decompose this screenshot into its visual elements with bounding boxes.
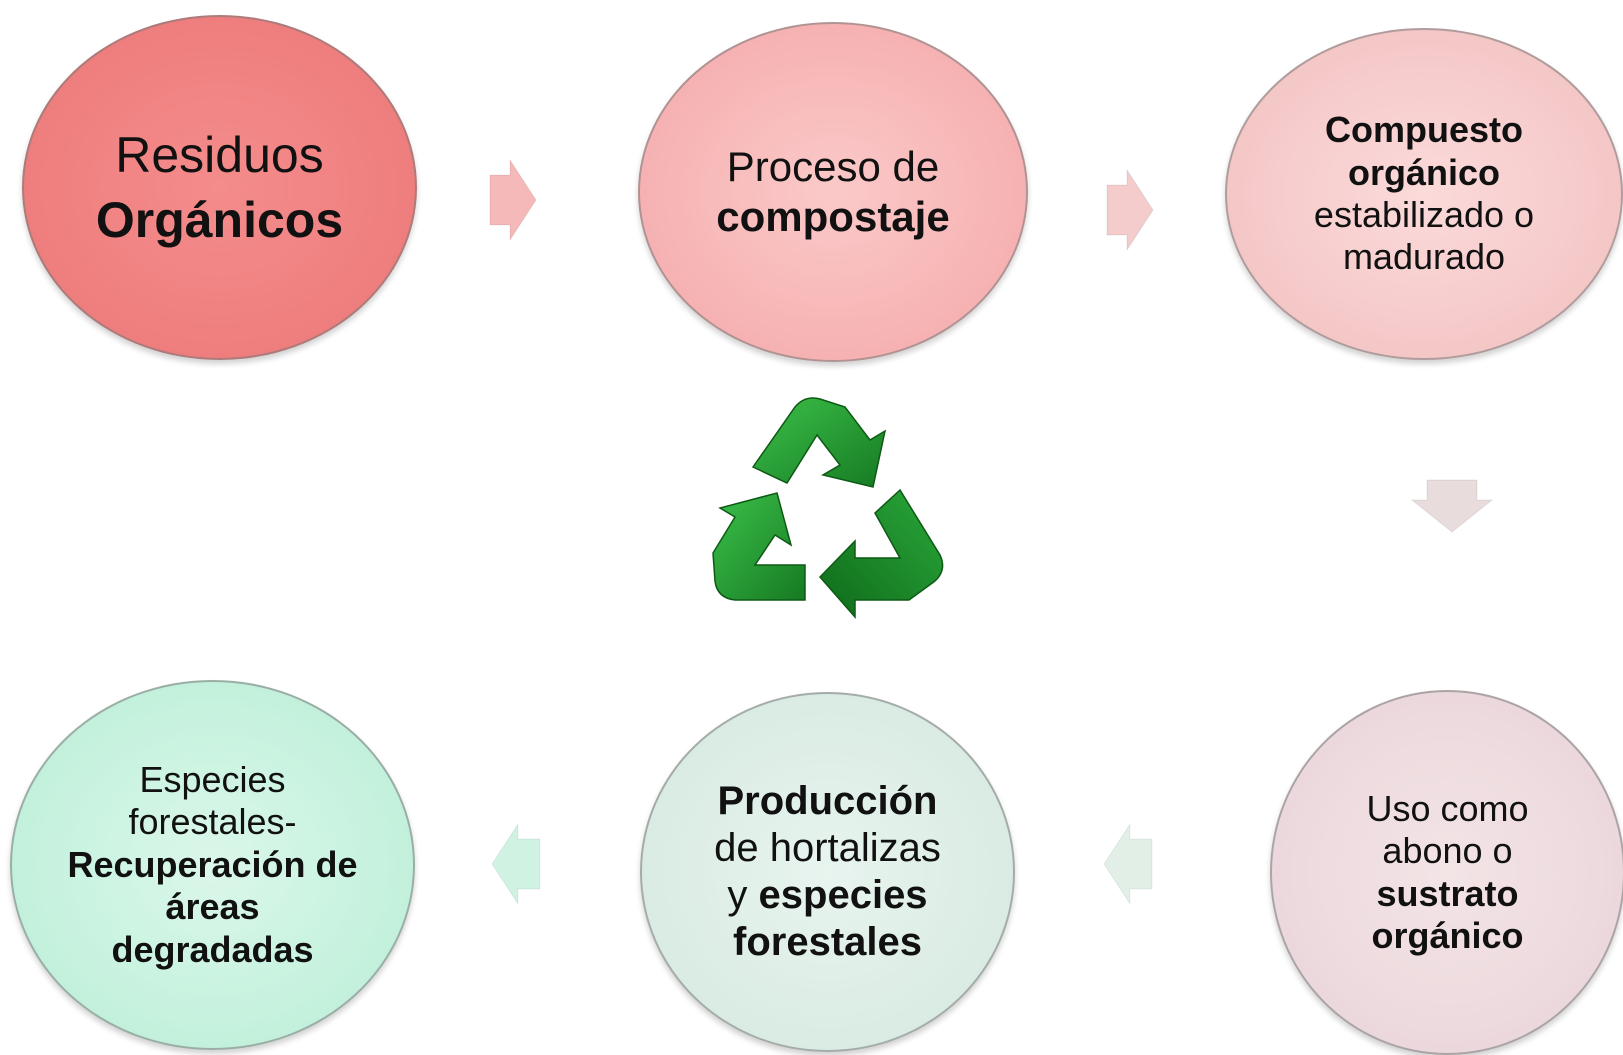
node-text-line: Compuesto [1325, 109, 1523, 151]
node-text-line: áreas [165, 886, 260, 928]
node-text-fragment: y [727, 873, 759, 917]
node-text-fragment: especies [758, 873, 928, 917]
node-text-line: Especies [139, 758, 286, 800]
arrow-proceso-to-compuesto [1106, 168, 1154, 252]
node-uso-abono: Uso como abono o sustrato orgánico [1270, 690, 1623, 1055]
node-text-line: y especies [727, 872, 927, 919]
node-compuesto-organico: Compuesto orgánico estabilizado o madura… [1225, 28, 1623, 360]
node-text-line: Recuperación de [67, 843, 358, 885]
node-text-line: madurado [1342, 236, 1506, 278]
node-produccion-hortalizas: Producción de hortalizas y especies fore… [640, 692, 1015, 1052]
node-text-line: Proceso de [726, 143, 940, 191]
node-proceso-compostaje: Proceso de compostaje [638, 22, 1028, 362]
node-text-line: orgánico [1371, 914, 1524, 956]
node-text-line: abono o [1382, 830, 1513, 872]
node-text-line: orgánico [1347, 151, 1500, 193]
recycle-segment-right [818, 488, 944, 619]
node-text-line: estabilizado o [1313, 194, 1535, 235]
arrow-uso-to-produccion [1103, 822, 1153, 906]
recycle-icon [712, 397, 944, 619]
node-text-line: Residuos [115, 126, 324, 183]
node-text-line: forestales [733, 920, 922, 965]
node-text-line: de hortalizas [714, 825, 941, 870]
node-text-line: sustrato [1376, 872, 1519, 914]
recycle-segment-left [712, 492, 806, 601]
node-text-line: forestales- [128, 801, 297, 843]
node-text-line: Producción [717, 778, 938, 823]
node-especies-forestales: Especies forestales- Recuperación de áre… [10, 680, 415, 1050]
node-text-line: Orgánicos [95, 191, 344, 248]
node-residuos-organicos: Residuos Orgánicos [22, 15, 417, 360]
node-text-line: Uso como [1366, 787, 1529, 829]
arrow-residuos-to-proceso [489, 158, 537, 242]
arrow-produccion-to-especies [491, 822, 541, 906]
recycle-segment-top [751, 397, 887, 488]
node-text-line: compostaje [716, 193, 950, 240]
node-text-line: degradadas [111, 928, 314, 970]
arrow-compuesto-to-uso [1410, 479, 1494, 533]
